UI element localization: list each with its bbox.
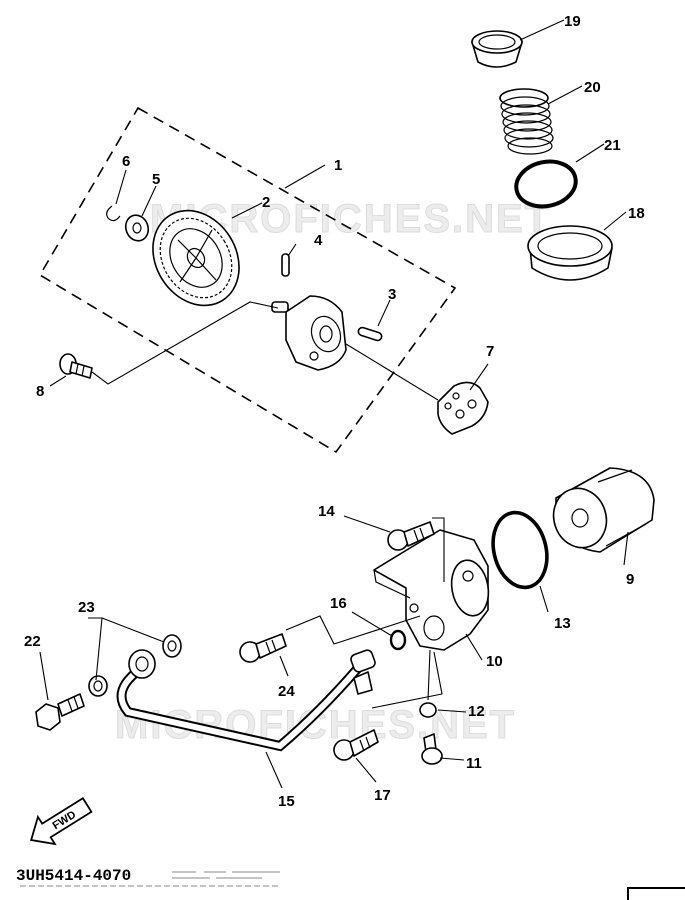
callout-4: 4: [314, 232, 323, 249]
callout-14: 14: [318, 503, 335, 520]
callout-8: 8: [36, 383, 44, 400]
callout-21: 21: [604, 137, 621, 154]
oil-filter-part-9: [552, 467, 655, 553]
callout-23: 23: [78, 599, 95, 616]
washer-part-23a: [162, 634, 182, 658]
o-ring-part-21: [514, 159, 578, 209]
bolt-part-14: [387, 521, 435, 551]
washer-part-23b: [88, 675, 108, 697]
bolt-part-17: [333, 729, 379, 761]
callout-24: 24: [278, 683, 295, 700]
diagram-code: 3UH5414-4070: [16, 867, 131, 885]
callout-18: 18: [628, 205, 645, 222]
filter-housing-part-10: [373, 529, 490, 651]
callout-11: 11: [466, 755, 482, 772]
clip-part-6: [106, 205, 121, 222]
oil-pipe-part-15: [116, 649, 376, 752]
callout-16: 16: [330, 595, 347, 612]
callout-19: 19: [564, 13, 581, 30]
callout-1: 1: [334, 157, 342, 174]
fine-print-noise: [20, 871, 280, 887]
gear-part-2: [152, 209, 240, 307]
callout-10: 10: [486, 653, 503, 670]
spring-part-20: [499, 88, 554, 155]
callout-6: 6: [122, 153, 130, 170]
callout-3: 3: [388, 286, 396, 303]
callout-22: 22: [24, 633, 41, 650]
washer-part-12: [419, 702, 437, 718]
washer-part-5: [124, 214, 150, 242]
callout-7: 7: [486, 343, 494, 360]
callout-2: 2: [262, 194, 270, 211]
leader-lines: [39, 19, 629, 789]
fwd-direction-arrow: FWD: [30, 797, 93, 846]
drain-bolt-part-22: [35, 693, 85, 731]
callout-9: 9: [626, 571, 634, 588]
corner-frame: [627, 887, 685, 900]
plug-part-18: [527, 225, 613, 281]
screw-part-11: [421, 733, 443, 765]
callout-15: 15: [278, 793, 295, 810]
bolt-part-24: [239, 633, 287, 663]
callout-12: 12: [468, 703, 485, 720]
callout-5: 5: [152, 171, 160, 188]
assembly-group-outline: [38, 106, 457, 454]
pin-part-4: [281, 253, 290, 277]
callout-20: 20: [584, 79, 601, 96]
pump-body: [271, 295, 347, 371]
o-ring-part-13: [491, 510, 549, 590]
callout-17: 17: [374, 787, 391, 804]
dowel-part-3: [357, 326, 383, 342]
o-ring-part-16: [389, 629, 407, 651]
cap-part-19: [471, 30, 523, 68]
callout-13: 13: [554, 615, 571, 632]
screw-part-8: [59, 353, 93, 379]
gasket-part-7: [437, 381, 489, 435]
